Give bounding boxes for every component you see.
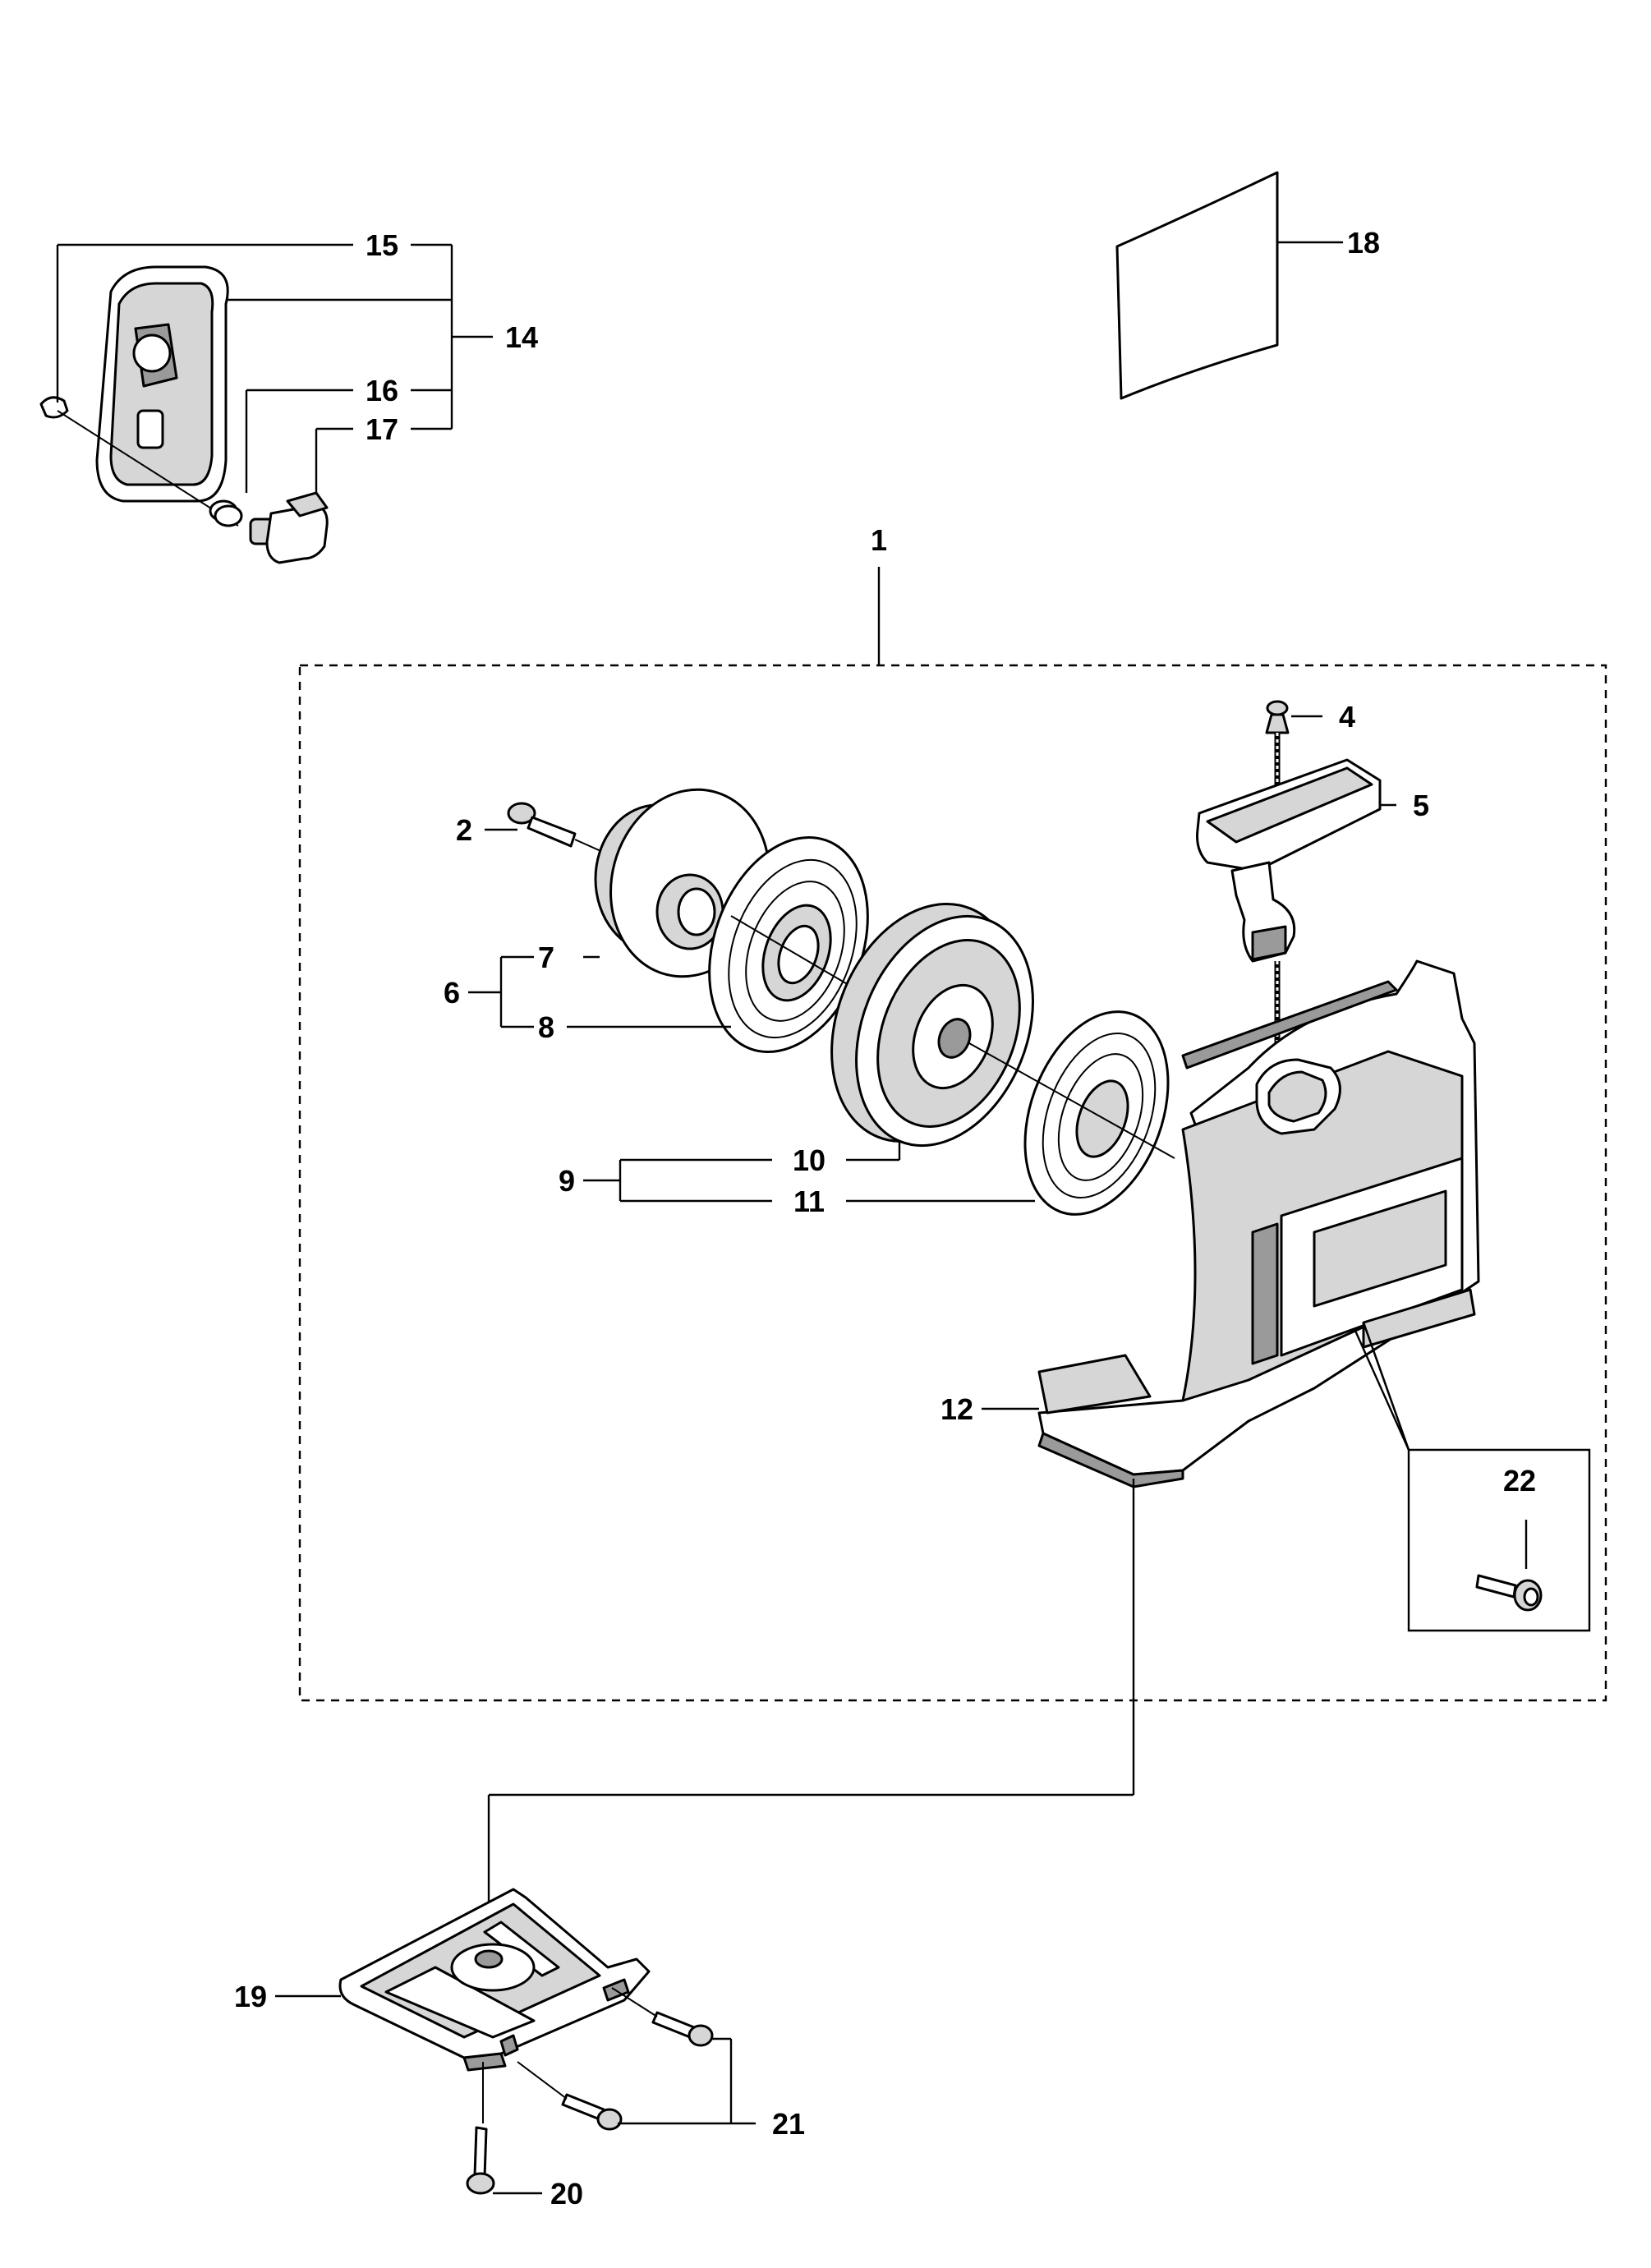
assembly-boundary xyxy=(298,664,1607,1702)
leader-22b xyxy=(1362,1322,1410,1451)
callout-14: 14 xyxy=(505,320,538,354)
callout-6: 6 xyxy=(444,976,460,1010)
callout-18: 18 xyxy=(1347,226,1380,260)
callout-19: 19 xyxy=(234,1980,267,2013)
screw-icon xyxy=(507,802,577,848)
axis-line-21a xyxy=(517,2061,568,2100)
callout-5: 5 xyxy=(1413,789,1429,822)
axis-line-21b xyxy=(611,1987,658,2017)
spring-cassette-icon xyxy=(1023,1010,1170,1216)
side-cover-icon xyxy=(95,265,229,503)
pulley-icon xyxy=(830,902,1034,1148)
callout-22: 22 xyxy=(1503,1464,1536,1497)
callout-10: 10 xyxy=(793,1143,826,1177)
mounting-plate-icon xyxy=(338,1888,651,2072)
screw-20-icon xyxy=(466,2126,495,2195)
callout-20: 20 xyxy=(550,2177,583,2210)
callout-15: 15 xyxy=(366,228,398,262)
axis-line-15 xyxy=(57,410,239,527)
callout-9: 9 xyxy=(559,1164,575,1198)
knob-icon xyxy=(249,491,329,564)
callout-8: 8 xyxy=(538,1010,554,1044)
starter-handle-icon xyxy=(1196,700,1382,1060)
bolt-icon xyxy=(1475,1574,1543,1612)
callout-17: 17 xyxy=(366,412,398,446)
starter-housing-icon xyxy=(1037,959,1480,1488)
callout-12: 12 xyxy=(940,1392,973,1426)
screw-21b-icon xyxy=(651,2011,714,2047)
callout-4: 4 xyxy=(1339,700,1355,734)
callout-16: 16 xyxy=(366,374,398,407)
callout-7: 7 xyxy=(538,941,554,974)
callout-21: 21 xyxy=(772,2107,805,2141)
detail-box-22 xyxy=(1407,1448,1591,1632)
screw-21a-icon xyxy=(561,2093,623,2131)
leader-22c xyxy=(1354,1330,1410,1451)
callout-11: 11 xyxy=(793,1185,825,1218)
callout-1: 1 xyxy=(871,523,887,557)
decal-icon xyxy=(1115,171,1279,400)
spring-small-icon xyxy=(209,499,243,527)
axis-line-11 xyxy=(968,1042,1175,1159)
callout-2: 2 xyxy=(456,813,472,847)
